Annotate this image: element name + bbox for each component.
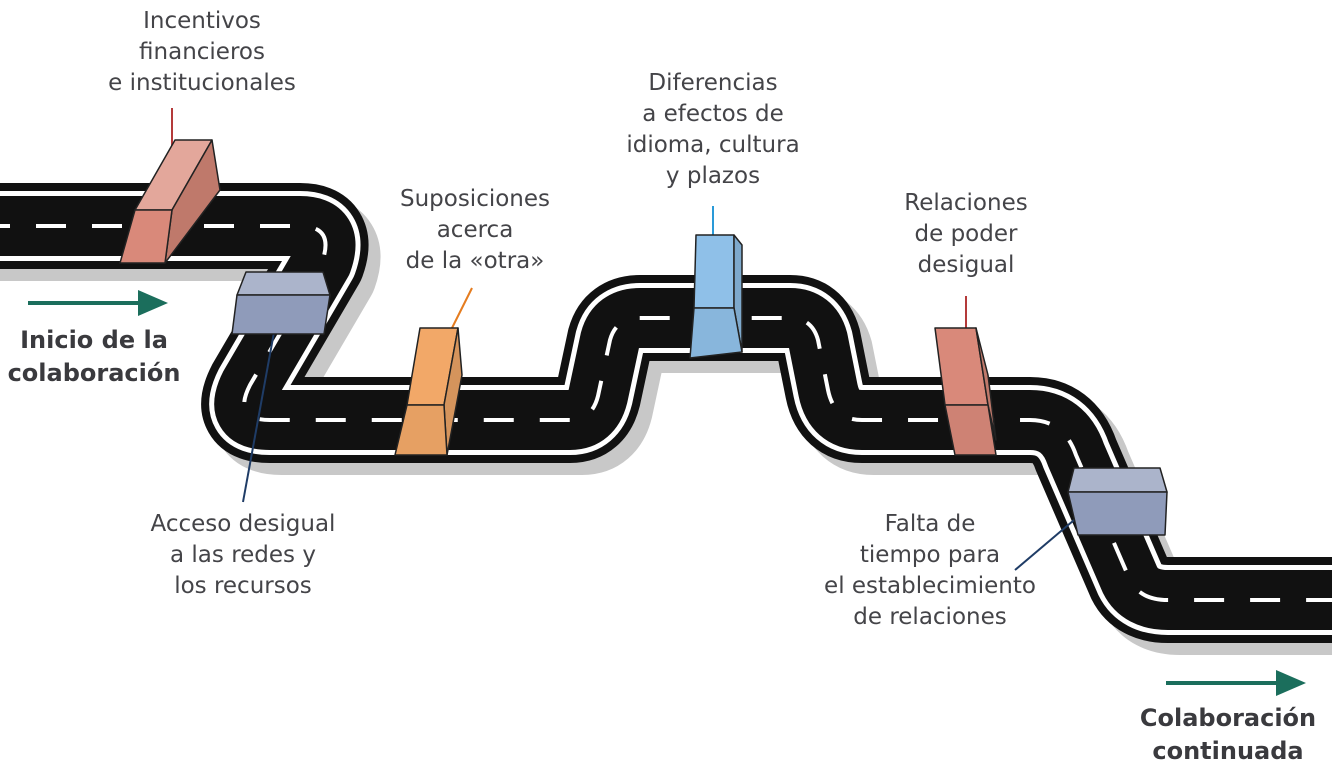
label-incentivos-line-2: financieros bbox=[139, 39, 265, 65]
label-suposiciones-line-1: Suposiciones bbox=[399, 186, 551, 212]
label-start-line-1: Inicio de la bbox=[20, 326, 168, 354]
end-arrow-icon bbox=[1166, 670, 1306, 696]
label-start-line-2: colaboración bbox=[7, 359, 181, 387]
label-diferencias-line-4: y plazos bbox=[665, 163, 761, 189]
label-acceso: Acceso desigual a las redes y los recurs… bbox=[128, 509, 358, 602]
start-arrow-icon bbox=[28, 290, 168, 316]
barrier-block-acceso bbox=[231, 271, 331, 335]
label-suposiciones-line-2: acerca bbox=[436, 217, 514, 243]
label-incentivos-line-3: e institucionales bbox=[108, 70, 296, 96]
barrier-block-suposiciones bbox=[394, 327, 463, 456]
label-suposiciones-line-3: de la «otra» bbox=[405, 248, 545, 274]
barrier-block-incentivos bbox=[119, 139, 221, 264]
label-end-line-1: Colaboración bbox=[1139, 704, 1317, 732]
label-relaciones: Relaciones de poder desigual bbox=[876, 188, 1056, 281]
label-end: Colaboración continuada bbox=[1128, 702, 1328, 765]
label-acceso-line-1: Acceso desigual bbox=[150, 511, 336, 537]
connector-falta bbox=[1014, 514, 1081, 571]
label-diferencias-line-2: a efectos de bbox=[642, 101, 784, 127]
label-relaciones-line-3: desigual bbox=[917, 252, 1015, 278]
label-diferencias: Diferencias a efectos de idioma, cultura… bbox=[603, 68, 823, 192]
label-falta-line-4: de relaciones bbox=[853, 604, 1007, 630]
label-falta: Falta de tiempo para el establecimiento … bbox=[800, 509, 1060, 633]
barrier-block-relaciones bbox=[934, 327, 997, 456]
barrier-block-diferencias bbox=[689, 234, 743, 359]
label-suposiciones: Suposiciones acerca de la «otra» bbox=[380, 184, 570, 277]
barrier-block-falta bbox=[1067, 467, 1168, 536]
label-start: Inicio de la colaboración bbox=[6, 324, 182, 390]
label-end-line-2: continuada bbox=[1152, 737, 1304, 765]
label-diferencias-line-1: Diferencias bbox=[648, 70, 778, 96]
label-falta-line-1: Falta de bbox=[884, 511, 976, 537]
label-falta-line-2: tiempo para bbox=[859, 542, 1001, 568]
label-acceso-line-2: a las redes y bbox=[170, 542, 316, 568]
label-diferencias-line-3: idioma, cultura bbox=[626, 132, 800, 158]
label-relaciones-line-1: Relaciones bbox=[904, 190, 1028, 216]
label-falta-line-3: el establecimiento bbox=[824, 573, 1036, 599]
label-incentivos: Incentivos financieros e institucionales bbox=[92, 6, 312, 99]
label-acceso-line-3: los recursos bbox=[174, 573, 312, 599]
label-incentivos-line-1: Incentivos bbox=[143, 8, 261, 34]
label-relaciones-line-2: de poder bbox=[914, 221, 1018, 247]
